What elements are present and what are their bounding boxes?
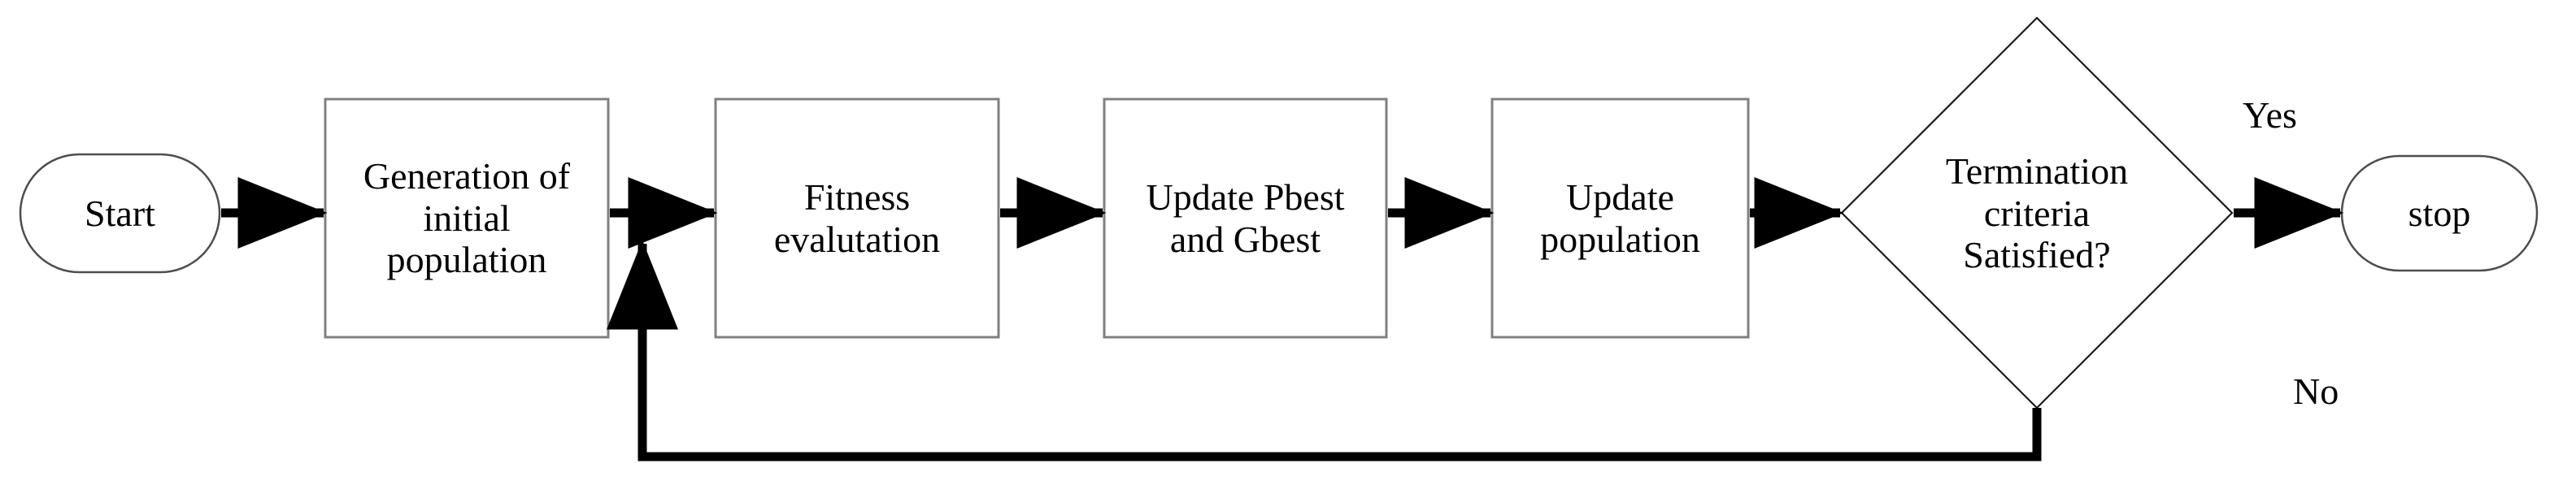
edge-termination-feedback-loop bbox=[607, 240, 2042, 462]
node-shape-start[interactable] bbox=[19, 153, 221, 274]
edge-label-no: No bbox=[2293, 370, 2339, 412]
node-shape-update-best[interactable] bbox=[1103, 98, 1388, 339]
node-shape-generation[interactable] bbox=[324, 98, 610, 339]
edge-label-yes: Yes bbox=[2243, 94, 2297, 136]
node-shape-termination[interactable] bbox=[1840, 16, 2234, 410]
node-shape-fitness[interactable] bbox=[714, 98, 1000, 339]
node-shape-update-population[interactable] bbox=[1490, 98, 1750, 339]
node-shape-stop[interactable] bbox=[2340, 154, 2539, 272]
